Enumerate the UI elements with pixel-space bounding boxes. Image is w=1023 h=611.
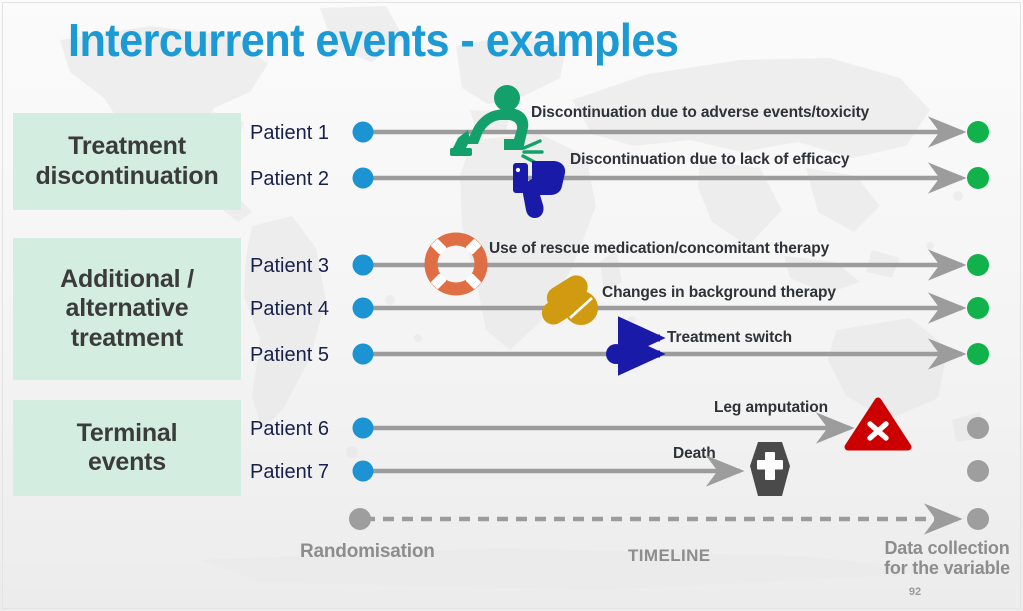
switch-arrow-icon <box>606 316 666 376</box>
patient-label-4: Patient 4 <box>250 298 329 320</box>
endpoint-dot-2 <box>967 167 989 189</box>
patient-row-5 <box>352 316 989 376</box>
randomisation-dot-1 <box>352 121 374 143</box>
event-label-3: Use of rescue medication/concomitant the… <box>489 240 830 257</box>
patient-label-6: Patient 6 <box>250 418 329 440</box>
event-label-6: Leg amputation <box>714 399 828 416</box>
category-box-terminal-events: Terminal events <box>13 400 241 496</box>
slide-number: 92 <box>908 586 922 598</box>
randomisation-dot-5 <box>352 343 374 365</box>
event-label-5: Treatment switch <box>667 329 793 346</box>
category-box-treatment-discontinuation: Treatment discontinuation <box>13 113 241 210</box>
category-label-line1: Treatment <box>68 132 186 160</box>
warning-triangle-x-icon <box>844 397 912 451</box>
endpoint-dot-3 <box>967 254 989 276</box>
randomisation-dot-7 <box>352 460 374 482</box>
patient-label-5: Patient 5 <box>250 344 329 366</box>
category-label-line1: Additional / <box>60 264 194 293</box>
timeline-axis <box>349 503 989 535</box>
event-label-2: Discontinuation due to lack of efficacy <box>570 151 850 168</box>
pills-icon <box>541 275 598 325</box>
endpoint-dot-7 <box>967 460 989 482</box>
event-label-4: Changes in background therapy <box>602 284 836 301</box>
patient-label-1: Patient 1 <box>250 122 329 144</box>
patient-label-3: Patient 3 <box>250 255 329 277</box>
category-box-additional-alternative-treatment: Additional / alternative treatment <box>13 238 241 380</box>
page-title: Intercurrent events - examples <box>68 14 679 66</box>
axis-start-label: Randomisation <box>300 541 435 562</box>
axis-start-dot <box>349 508 371 530</box>
endpoint-dot-5 <box>967 343 989 365</box>
category-label-line2: discontinuation <box>35 161 219 190</box>
axis-middle-label: TIMELINE <box>628 546 711 565</box>
event-label-7: Death <box>673 445 716 462</box>
patient-label-2: Patient 2 <box>250 168 329 190</box>
category-label-line2: events <box>87 448 166 476</box>
axis-end-label-line2: for the variable <box>884 558 1010 579</box>
patient-row-6 <box>352 397 989 451</box>
event-label-1: Discontinuation due to adverse events/to… <box>531 104 870 121</box>
category-label-line1: Terminal <box>76 418 178 447</box>
axis-end-label: Data collection for the variable <box>872 538 1022 578</box>
patient-row-2 <box>352 161 989 218</box>
axis-end-dot <box>967 508 989 530</box>
patient-label-7: Patient 7 <box>250 461 329 483</box>
randomisation-dot-2 <box>352 167 374 189</box>
randomisation-dot-6 <box>352 417 374 439</box>
thumbs-down-icon <box>513 161 566 218</box>
randomisation-dot-3 <box>352 254 374 276</box>
coffin-icon <box>750 442 790 496</box>
endpoint-dot-4 <box>967 297 989 319</box>
axis-end-label-line1: Data collection <box>884 538 1010 558</box>
patient-row-4 <box>352 275 989 325</box>
endpoint-dot-1 <box>967 121 989 143</box>
patient-row-1 <box>352 85 989 166</box>
category-label-line2: alternative <box>65 294 189 323</box>
patient-row-7 <box>352 442 989 496</box>
patient-row-3 <box>352 232 989 296</box>
vomiting-person-icon <box>450 85 544 166</box>
randomisation-dot-4 <box>352 297 374 319</box>
category-label-line3: treatment <box>70 323 184 352</box>
endpoint-dot-6 <box>967 417 989 439</box>
